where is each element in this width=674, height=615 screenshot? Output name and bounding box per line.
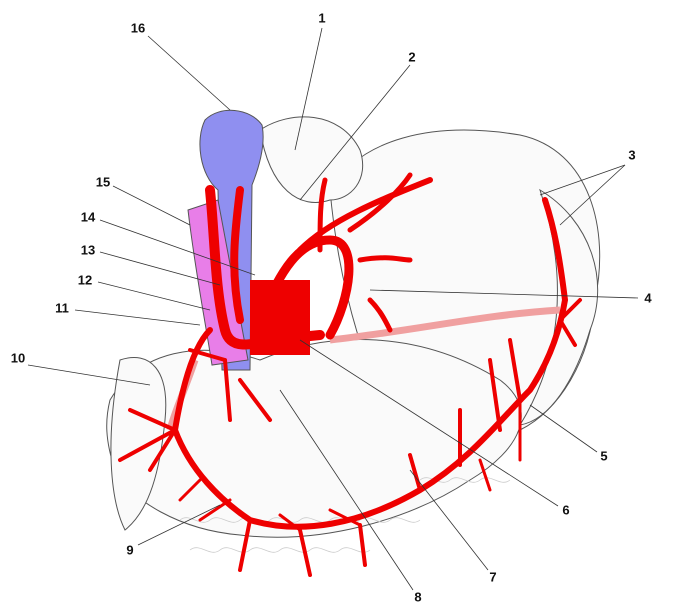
label-2: 2 [408,49,416,65]
label-15: 15 [95,174,111,190]
label-14: 14 [80,209,96,225]
label-1: 1 [318,10,326,26]
leader-lines [27,27,639,591]
organ-outlines [106,116,601,538]
label-3: 3 [628,147,636,163]
label-11: 11 [55,300,69,316]
label-16: 16 [130,20,146,36]
label-13: 13 [80,242,96,258]
label-10: 10 [10,350,26,366]
spleen-outline [110,357,167,531]
label-8: 8 [414,589,422,605]
label-9: 9 [126,542,134,558]
heart-red-block [250,280,310,355]
arteries [118,172,582,577]
label-4: 4 [644,290,652,306]
upper-lobe-outline [259,116,364,203]
label-7: 7 [489,569,497,585]
label-12: 12 [77,272,93,288]
label-6: 6 [562,502,570,518]
label-5: 5 [600,448,608,464]
